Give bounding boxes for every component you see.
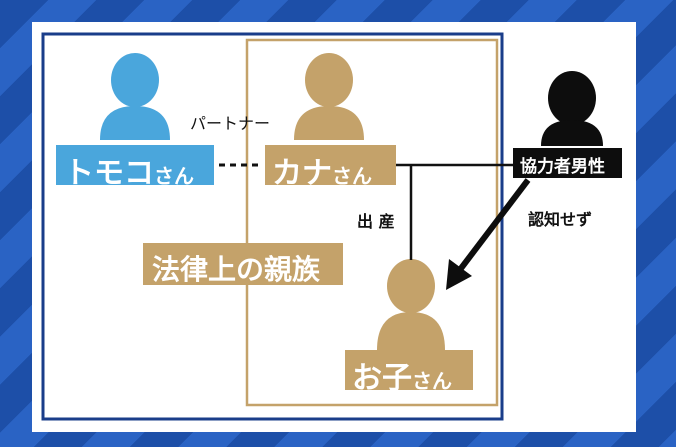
not-acknowledged-arrow-line: [456, 178, 531, 273]
child-label-box: [345, 350, 473, 390]
tomoko-person-icon: [100, 53, 170, 140]
child-suffix: さん: [412, 369, 452, 393]
donor-person-icon: [541, 71, 603, 146]
not-acknowledged-relation-label: 認知せず: [528, 210, 593, 229]
partner-relation-label: パートナー: [190, 114, 271, 133]
kana-label: カナさん: [272, 148, 372, 192]
donor-name: 協力者男性: [520, 157, 605, 177]
legal-relatives-label: 法律上の親族: [152, 248, 320, 288]
kana-name: カナ: [272, 156, 332, 191]
donor-label: 協力者男性: [520, 152, 605, 177]
child-person-icon: [377, 259, 445, 350]
legal-relatives-label-box: [143, 243, 343, 285]
outer-family-frame: [41, 32, 504, 421]
tomoko-label-box: [56, 145, 214, 185]
tomoko-suffix: さん: [154, 164, 194, 188]
birth-relation-label: 出 産: [357, 212, 395, 231]
tomoko-name: トモコ: [64, 156, 154, 191]
child-name: お子: [352, 361, 412, 396]
tomoko-label: トモコさん: [64, 148, 194, 192]
kana-person-icon: [294, 53, 364, 140]
not-acknowledged-arrowhead: [446, 259, 472, 290]
legal-relatives-text: 法律上の親族: [152, 253, 321, 286]
donor-label-box: [513, 148, 622, 178]
kana-label-box: [265, 145, 396, 185]
child-label: お子さん: [352, 353, 452, 397]
kana-suffix: さん: [332, 164, 372, 188]
